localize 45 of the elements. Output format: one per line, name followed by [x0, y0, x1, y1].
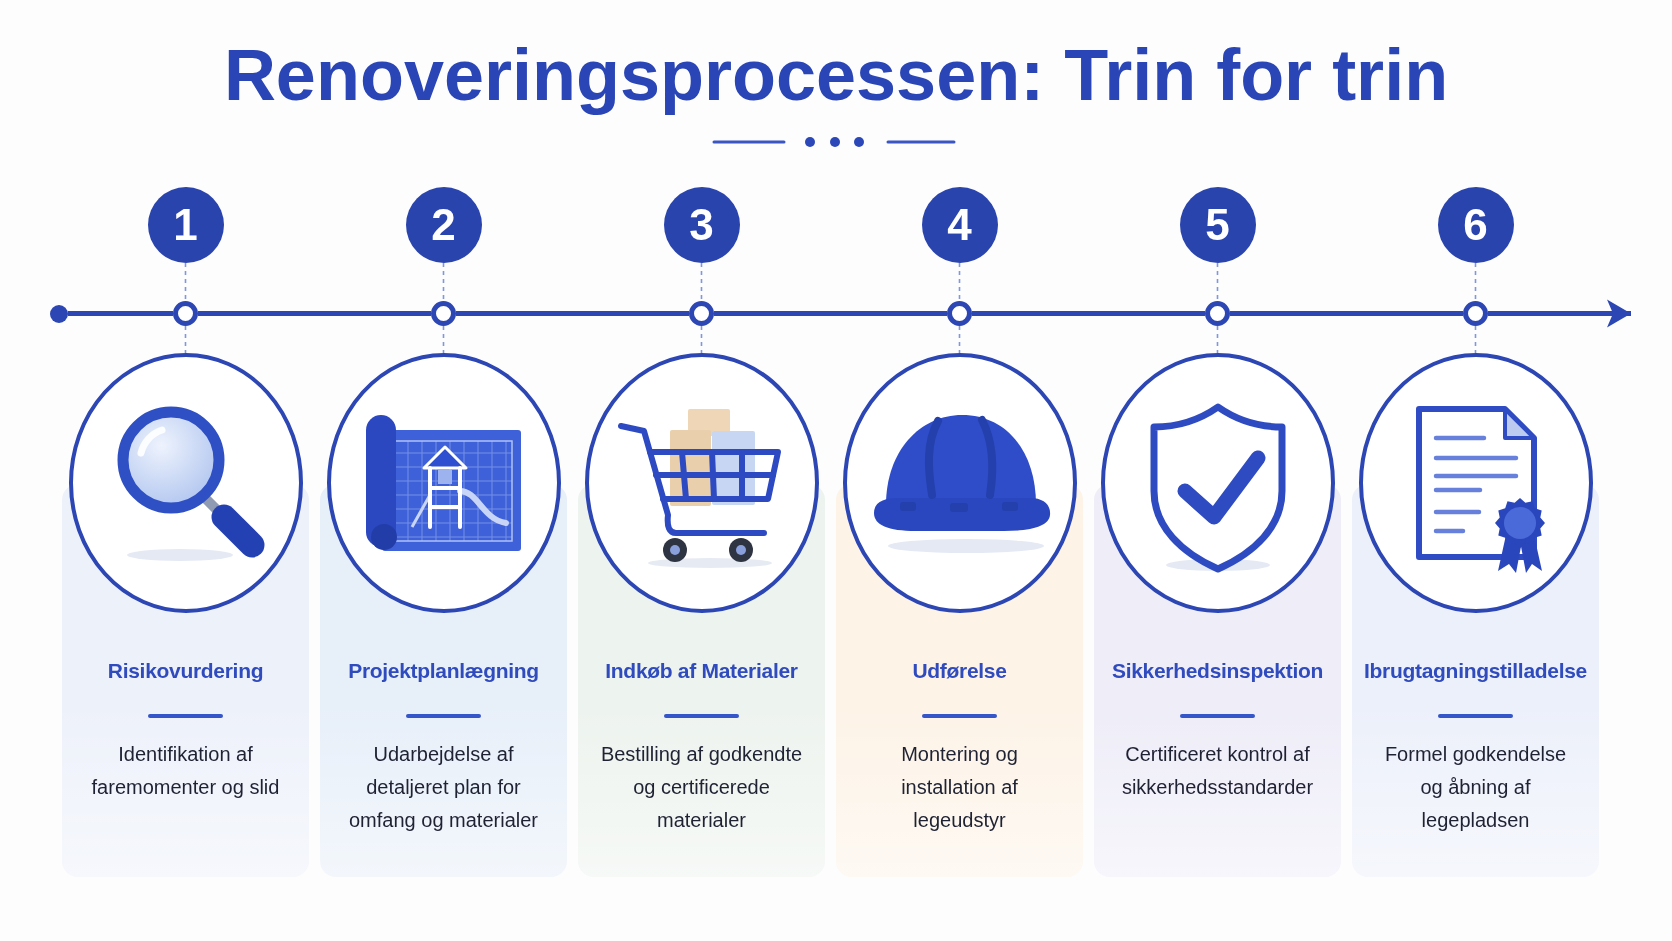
timeline-line	[1230, 311, 1463, 316]
number-badge: 5	[1179, 187, 1256, 263]
step-description: Formel godkendelse og åbning af legepladsen	[1383, 742, 1568, 833]
ring-icon	[431, 301, 456, 326]
dashed-connector	[958, 262, 961, 302]
dashed-connector	[1474, 325, 1477, 354]
step-heading: Udførelse	[912, 658, 1007, 684]
dashed-connector	[1216, 262, 1219, 302]
dashed-connector	[958, 325, 961, 354]
step-description: Montering og installation af legeudstyr	[900, 742, 1019, 833]
dashed-connector	[442, 325, 445, 354]
dashed-connector	[184, 262, 187, 302]
ring-icon	[947, 301, 972, 326]
dashed-connector	[700, 325, 703, 354]
dot-icon	[50, 304, 68, 323]
timeline-line	[456, 311, 689, 316]
timeline-line	[198, 311, 431, 316]
number-badge: 1	[147, 187, 224, 263]
timeline-line	[68, 311, 173, 316]
ring-icon	[173, 301, 198, 326]
ring-icon	[1463, 301, 1488, 326]
number-badge: 6	[1437, 187, 1514, 263]
timeline-arrow	[1488, 299, 1631, 328]
step-description: Bestilling af godkendte og certificerede materialer	[599, 742, 804, 833]
number-badge: 2	[405, 187, 482, 263]
dashed-connector	[442, 262, 445, 302]
ring-icon	[1205, 301, 1230, 326]
ring-icon	[689, 301, 714, 326]
step-heading: Projektplanlægning	[348, 658, 539, 684]
dashed-connector	[1474, 262, 1477, 302]
step-heading: Sikkerhedsinspektion	[1111, 658, 1324, 684]
dashed-connector	[1216, 325, 1219, 354]
step-heading: Indkøb af Materialer	[605, 658, 798, 684]
timeline-line	[972, 311, 1205, 316]
timeline-line	[714, 311, 947, 316]
dashed-connector	[700, 262, 703, 302]
number-badge: 3	[663, 187, 740, 263]
step-heading: Ibrugtagningstilladelse	[1364, 658, 1587, 684]
step-description: Certificeret kontrol af sikkerhedsstandarder	[1120, 742, 1315, 800]
step-heading: Risikovurdering	[107, 658, 264, 684]
step-description: Udarbejdelse af detaljeret plan for omfang og materialer	[348, 742, 539, 833]
number-badge: 4	[921, 187, 998, 263]
step-description: Identifikation af faremomenter og slid	[90, 742, 281, 800]
title: Renoveringsprocessen: Trin for trin	[223, 34, 1449, 117]
dashed-connector	[184, 325, 187, 354]
